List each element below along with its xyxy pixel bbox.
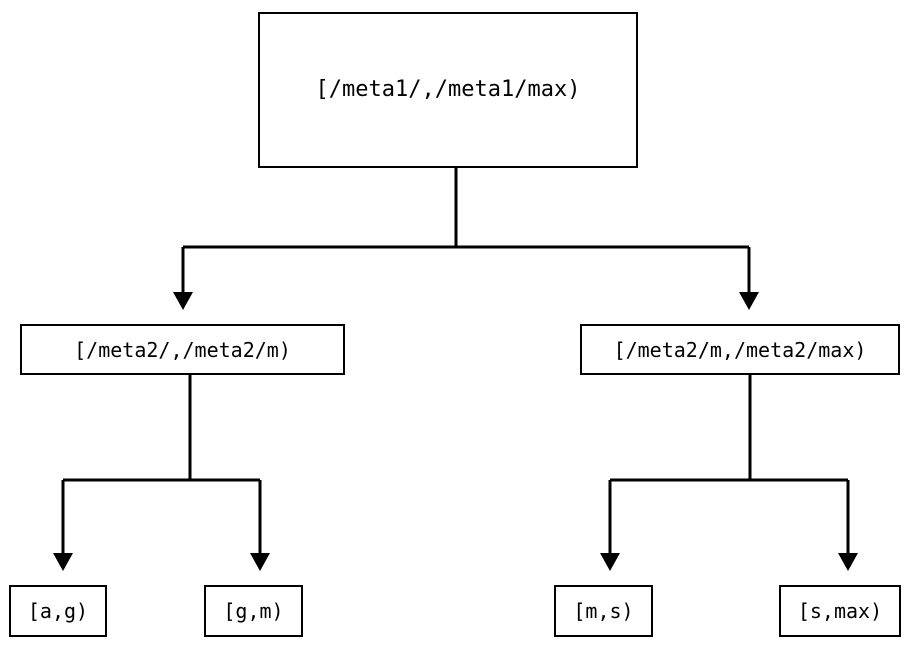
arrowhead-leaf-3 bbox=[838, 553, 858, 571]
tree-node-leaf-0-label: [a,g) bbox=[27, 599, 89, 623]
arrowhead-leaf-0 bbox=[53, 553, 73, 571]
tree-node-mid-right-label: [/meta2/m,/meta2/max) bbox=[613, 337, 867, 362]
tree-node-leaf-1-label: [g,m) bbox=[223, 599, 284, 623]
arrowhead-mid-left bbox=[173, 292, 193, 310]
arrowhead-leaf-2 bbox=[600, 553, 620, 571]
arrowhead-mid-right bbox=[739, 292, 759, 310]
tree-node-leaf-3-label: [s,max) bbox=[797, 599, 883, 623]
tree-node-root[interactable]: [/meta1/,/meta1/max) bbox=[258, 12, 638, 168]
tree-node-leaf-2-label: [m,s) bbox=[573, 599, 634, 623]
tree-node-mid-left-label: [/meta2/,/meta2/m) bbox=[74, 337, 291, 362]
tree-node-leaf-2[interactable]: [m,s) bbox=[554, 585, 653, 637]
tree-node-mid-left[interactable]: [/meta2/,/meta2/m) bbox=[20, 324, 345, 375]
tree-node-leaf-3[interactable]: [s,max) bbox=[779, 585, 901, 637]
tree-node-leaf-1[interactable]: [g,m) bbox=[204, 585, 303, 637]
tree-node-leaf-0[interactable]: [a,g) bbox=[9, 585, 107, 637]
tree-node-mid-right[interactable]: [/meta2/m,/meta2/max) bbox=[580, 324, 900, 375]
tree-node-root-label: [/meta1/,/meta1/max) bbox=[315, 77, 581, 102]
arrowhead-leaf-1 bbox=[250, 553, 270, 571]
